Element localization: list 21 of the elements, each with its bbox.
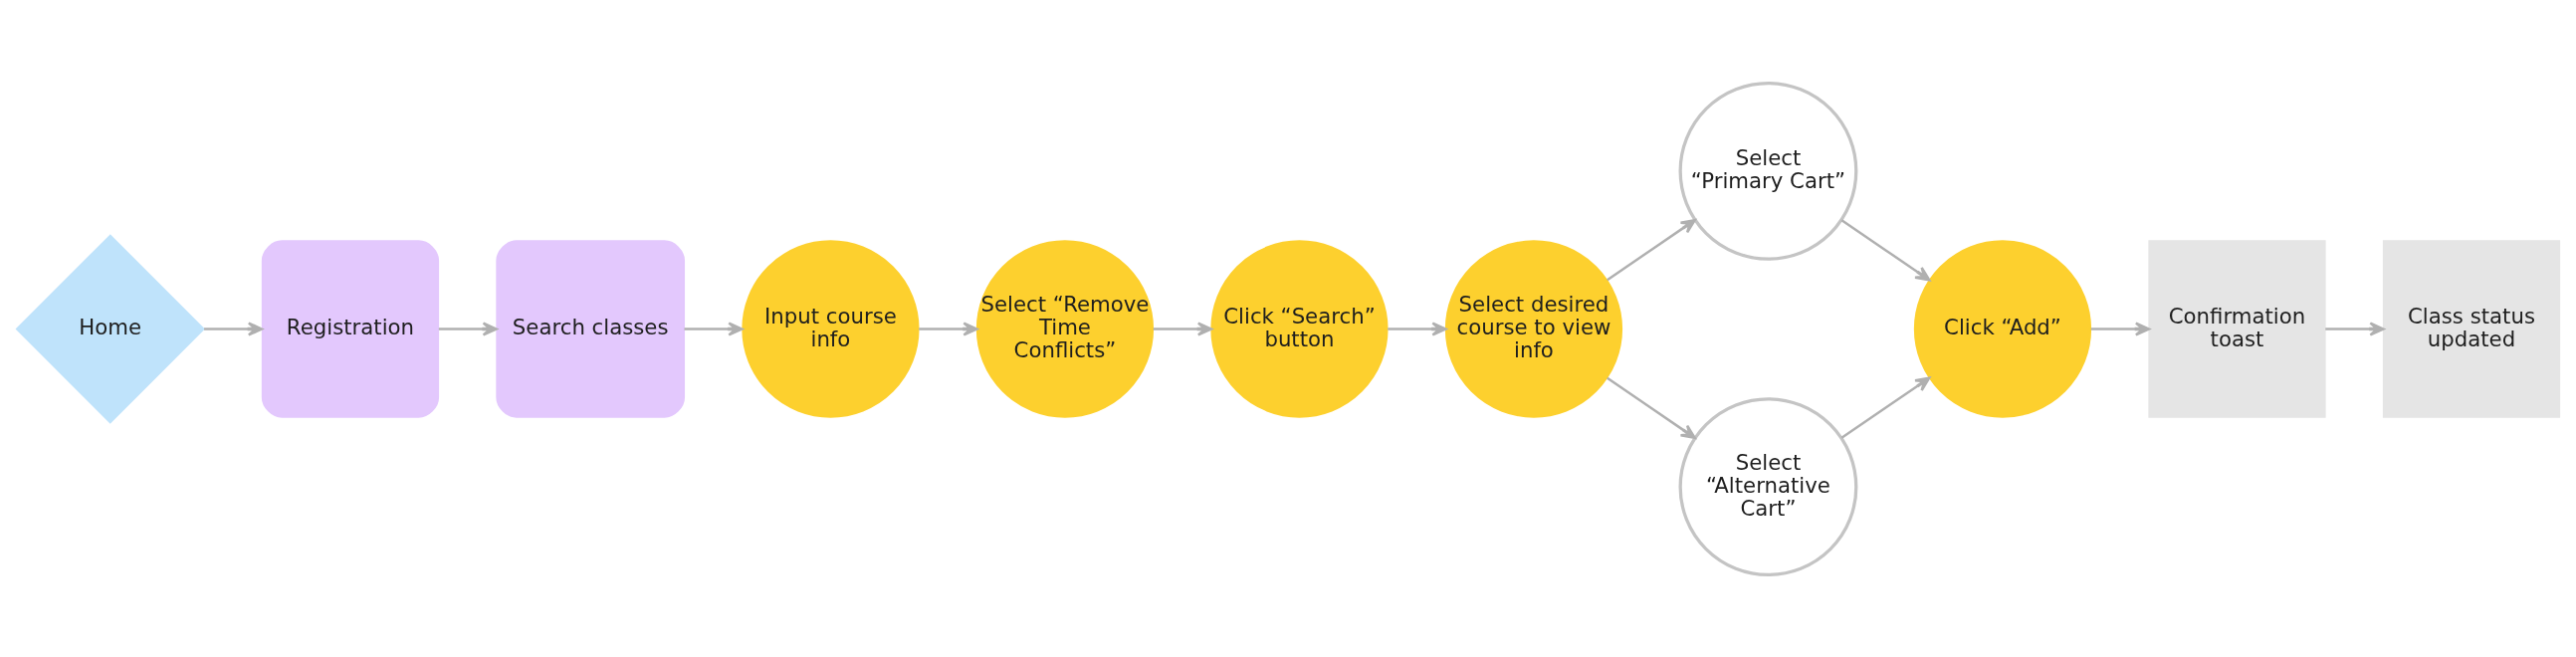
arrow — [1607, 218, 1696, 281]
node-circle: Input course info — [742, 239, 920, 418]
arrow — [1607, 376, 1696, 439]
arrow — [2090, 321, 2151, 336]
node-box: Search classes — [496, 239, 686, 418]
arrow — [1388, 321, 1447, 336]
arrow — [1153, 321, 1213, 336]
arrow — [1840, 376, 1931, 439]
node-box: Class status updated — [2382, 239, 2561, 418]
node-box: Confirmation toast — [2148, 239, 2326, 418]
node-circle: Select desired course to view info — [1444, 239, 1623, 418]
arrow — [438, 321, 498, 336]
node-diamond: Home — [15, 233, 205, 424]
arrow — [204, 321, 264, 336]
arrow — [684, 321, 744, 336]
arrow — [2325, 321, 2385, 336]
node-box: Registration — [261, 239, 440, 418]
arrow — [919, 321, 978, 336]
node-circle: Click “Search” button — [1210, 239, 1389, 418]
arrow — [1840, 218, 1931, 281]
node-circle: Select “Remove Time Conflicts” — [975, 239, 1155, 418]
